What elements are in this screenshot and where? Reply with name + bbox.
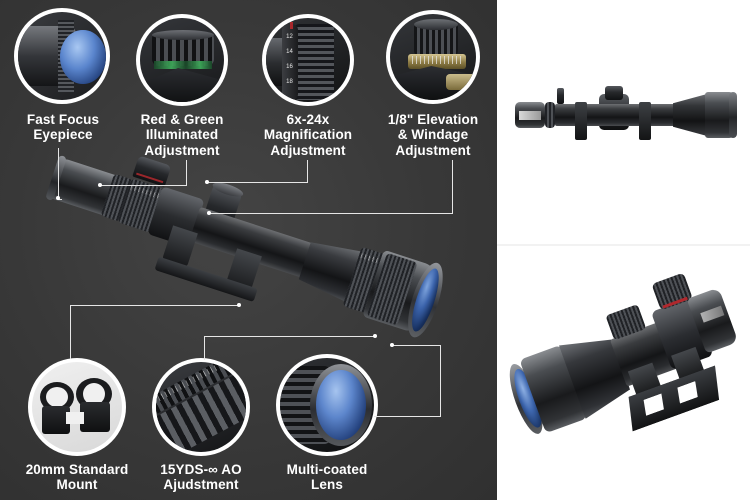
callout-circle-ao (152, 358, 250, 456)
connector-lens-horizontal-upper (392, 345, 441, 346)
photo-top-focus-ring (545, 102, 555, 128)
callout-circle-multicoated-lens (276, 354, 378, 456)
connector-magnification-dot (205, 180, 209, 184)
connector-ao-vertical (204, 336, 205, 360)
label-mount: 20mm Standard Mount (25, 462, 129, 493)
connector-eyepiece-vertical (58, 148, 59, 200)
connector-mount-horizontal (70, 305, 239, 306)
connector-magnification-horizontal (207, 182, 308, 183)
label-illumination: Red & Green Illuminated Adjustment (140, 112, 224, 158)
magnification-ring-numbers: 12 14 16 18 (286, 34, 293, 85)
connector-ao-dot (373, 334, 377, 338)
connector-eyepiece-horizontal (58, 199, 62, 200)
photo-top-taper (673, 94, 707, 136)
callout-circle-fast-focus-eyepiece (14, 8, 110, 104)
label-elevation-windage: 1/8" Elevation & Windage Adjustment (387, 112, 479, 158)
connector-elevation-dot (207, 211, 211, 215)
callout-circle-illumination (136, 14, 228, 106)
connector-ao-horizontal (204, 336, 375, 337)
connector-mount-vertical (70, 305, 71, 359)
label-ao: 15YDS-∞ AO Ajudstment (160, 462, 242, 493)
connector-lens-horizontal-lower (374, 416, 441, 417)
connector-lens-vertical (440, 345, 441, 417)
feature-callout-panel: Fast Focus Eyepiece Red & Green Illumina… (0, 0, 497, 500)
photo-top-illumination-knob (557, 88, 564, 104)
scope-rings-mount-icon (40, 378, 114, 436)
scope-angled-photo (497, 246, 750, 500)
photo-top-objective-rim (729, 92, 737, 138)
connector-mount-dot (237, 303, 241, 307)
callout-circle-elevation-windage (386, 10, 480, 104)
connector-magnification-vertical (307, 160, 308, 183)
connector-elevation-horizontal (209, 213, 453, 214)
connector-lens-dot (390, 343, 394, 347)
connector-illumination-vertical (186, 160, 187, 186)
photo-top-ring-rear (639, 102, 651, 140)
ao-ring-icon (156, 362, 246, 452)
connector-elevation-vertical (452, 160, 453, 214)
connector-illumination-dot (98, 183, 102, 187)
magnification-ring-icon (294, 24, 334, 100)
objective-lens-icon (316, 370, 366, 440)
callout-circle-mount (28, 358, 126, 456)
callout-circle-magnification: 12 14 16 18 (262, 14, 354, 106)
label-fast-focus-eyepiece: Fast Focus Eyepiece (26, 112, 100, 143)
connector-illumination-horizontal (100, 185, 187, 186)
connector-eyepiece-dot (56, 196, 60, 200)
photo-divider-horizontal (497, 244, 750, 246)
photo-top-ring-front (575, 102, 587, 140)
photo-top-logo-plate (519, 111, 541, 120)
photo-top-main-tube (555, 104, 675, 126)
label-multicoated-lens: Multi-coated Lens (286, 462, 368, 493)
label-magnification: 6x-24x Magnification Adjustment (263, 112, 353, 158)
photo-top-elevation-turret (605, 86, 623, 100)
scope-side-profile-photo (497, 0, 750, 244)
